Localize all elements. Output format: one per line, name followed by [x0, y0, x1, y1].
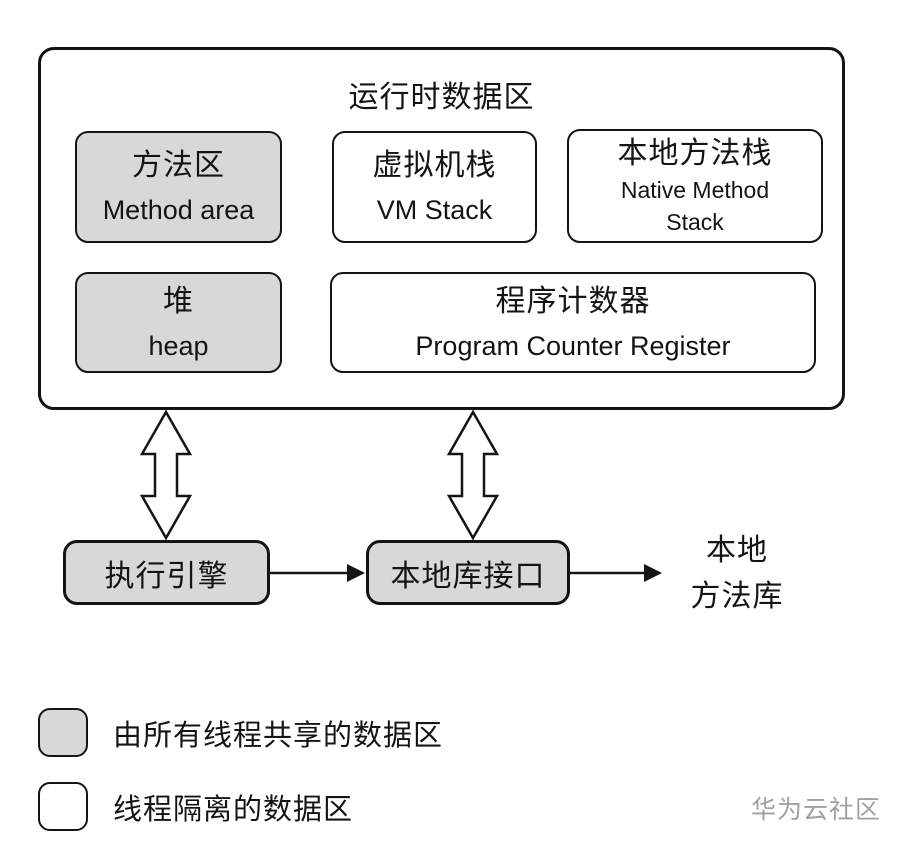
program-counter-label-zh: 程序计数器 [495, 284, 651, 318]
legend-shared-swatch [38, 708, 88, 757]
native-method-library-line1: 本地 [706, 534, 768, 567]
double-arrow-icon [140, 410, 192, 540]
legend-isolated-label: 线程隔离的数据区 [113, 793, 354, 826]
native-library-interface-label: 本地库接口 [390, 559, 546, 593]
native-method-stack-label-zh: 本地方法栈 [617, 137, 773, 170]
box-execution-engine: 执行引擎 [63, 540, 270, 605]
native-method-library-line2: 方法库 [690, 580, 784, 613]
box-program-counter-register: 程序计数器 Program Counter Register [330, 272, 816, 373]
arrow-right-icon [269, 564, 365, 582]
double-arrow-icon [447, 410, 499, 540]
program-counter-label-en: Program Counter Register [415, 330, 731, 361]
vm-stack-label-zh: 虚拟机栈 [372, 149, 497, 182]
native-method-stack-label-en: Native Method Stack [620, 177, 770, 235]
box-vm-stack: 虚拟机栈 VM Stack [332, 131, 537, 243]
arrow-right-icon [570, 564, 662, 582]
watermark: 华为云社区 [751, 796, 882, 824]
box-native-method-stack: 本地方法栈 Native Method Stack [567, 129, 823, 243]
execution-engine-label: 执行引擎 [104, 559, 229, 593]
box-method-area: 方法区 Method area [75, 131, 282, 243]
vm-stack-label-en: VM Stack [376, 195, 493, 225]
method-area-label-zh: 方法区 [132, 149, 225, 182]
heap-label-zh: 堆 [163, 284, 194, 318]
method-area-label-en: Method area [102, 195, 255, 225]
box-native-library-interface: 本地库接口 [366, 540, 570, 605]
legend-isolated-swatch [38, 782, 88, 831]
native-method-library-label: 本地 方法库 [662, 528, 812, 620]
legend-shared-label: 由所有线程共享的数据区 [113, 719, 444, 752]
legend-item-shared: 由所有线程共享的数据区 [38, 708, 443, 757]
legend-item-isolated: 线程隔离的数据区 [38, 782, 353, 831]
runtime-data-area-box: 运行时数据区 方法区 Method area 虚拟机栈 VM Stack 本地方… [38, 47, 845, 410]
heap-label-en: heap [148, 330, 209, 361]
runtime-data-area-title: 运行时数据区 [348, 81, 535, 114]
box-heap: 堆 heap [75, 272, 282, 373]
